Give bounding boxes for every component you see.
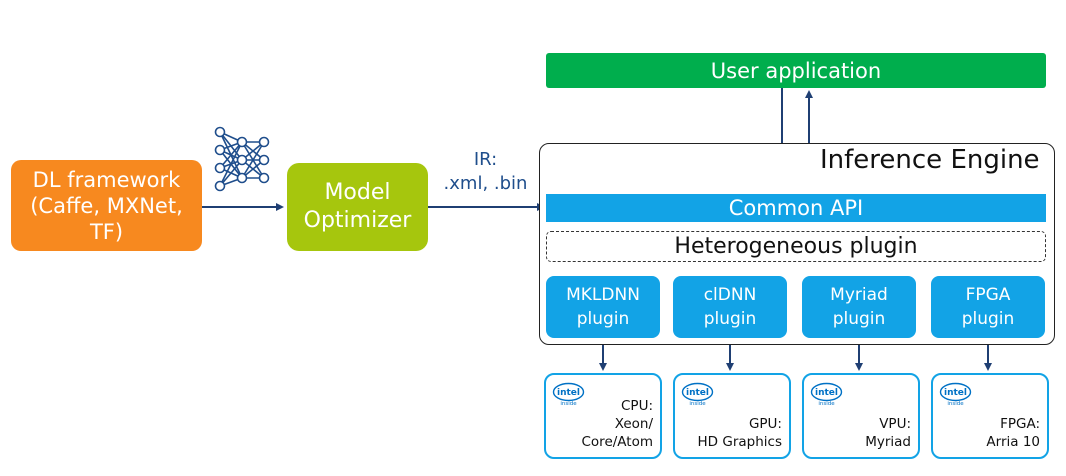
- user-application-box: User application: [546, 53, 1046, 88]
- hardware-fpga-box: intel inside FPGA: Arria 10: [931, 373, 1049, 459]
- plugin-label: clDNN plugin: [703, 285, 757, 329]
- plugin-label: Myriad plugin: [830, 285, 888, 329]
- hardware-cpu-box: intel inside CPU: Xeon/ Core/Atom: [544, 373, 662, 459]
- common-api-bar: Common API: [546, 194, 1046, 222]
- model-optimizer-label: Model Optimizer: [303, 180, 412, 233]
- inference-engine-title: Inference Engine: [820, 145, 1040, 175]
- plugin-label: MKLDNN plugin: [566, 285, 640, 329]
- svg-text:intel: intel: [815, 388, 838, 398]
- svg-text:inside: inside: [947, 401, 964, 406]
- heterogeneous-plugin-box: Heterogeneous plugin: [546, 231, 1046, 262]
- plugin-label: FPGA plugin: [961, 285, 1015, 329]
- svg-text:intel: intel: [686, 388, 709, 398]
- dl-framework-box: DL framework (Caffe, MXNet, TF): [11, 160, 202, 251]
- svg-text:inside: inside: [818, 401, 835, 406]
- neural-network-icon: [214, 126, 270, 192]
- plugin-mkldnn: MKLDNN plugin: [546, 276, 660, 338]
- ir-label: IR: .xml, .bin: [433, 148, 538, 196]
- plugin-cldnn: clDNN plugin: [673, 276, 787, 338]
- intel-inside-logo: intel inside: [810, 382, 843, 406]
- plugin-myriad: Myriad plugin: [802, 276, 916, 338]
- hardware-label: VPU: Myriad: [865, 416, 911, 450]
- model-optimizer-box: Model Optimizer: [287, 163, 428, 251]
- hardware-label: FPGA: Arria 10: [986, 416, 1040, 450]
- intel-inside-logo: intel inside: [939, 382, 972, 406]
- intel-inside-logo: intel inside: [552, 382, 585, 406]
- hardware-gpu-box: intel inside GPU: HD Graphics: [673, 373, 791, 459]
- heterogeneous-plugin-label: Heterogeneous plugin: [674, 234, 918, 259]
- intel-inside-logo: intel inside: [681, 382, 714, 406]
- svg-text:inside: inside: [560, 401, 577, 406]
- svg-text:intel: intel: [557, 388, 580, 398]
- hardware-label: CPU: Xeon/ Core/Atom: [581, 398, 654, 450]
- dl-framework-label: DL framework (Caffe, MXNet, TF): [30, 167, 183, 244]
- common-api-label: Common API: [728, 196, 864, 220]
- user-application-label: User application: [710, 58, 882, 83]
- svg-text:intel: intel: [944, 388, 967, 398]
- ir-label-line1: IR:: [473, 149, 498, 170]
- plugin-fpga: FPGA plugin: [931, 276, 1045, 338]
- hardware-vpu-box: intel inside VPU: Myriad: [802, 373, 920, 459]
- ir-label-line2: .xml, .bin: [443, 173, 528, 194]
- hardware-label: GPU: HD Graphics: [697, 416, 782, 450]
- svg-text:inside: inside: [689, 401, 706, 406]
